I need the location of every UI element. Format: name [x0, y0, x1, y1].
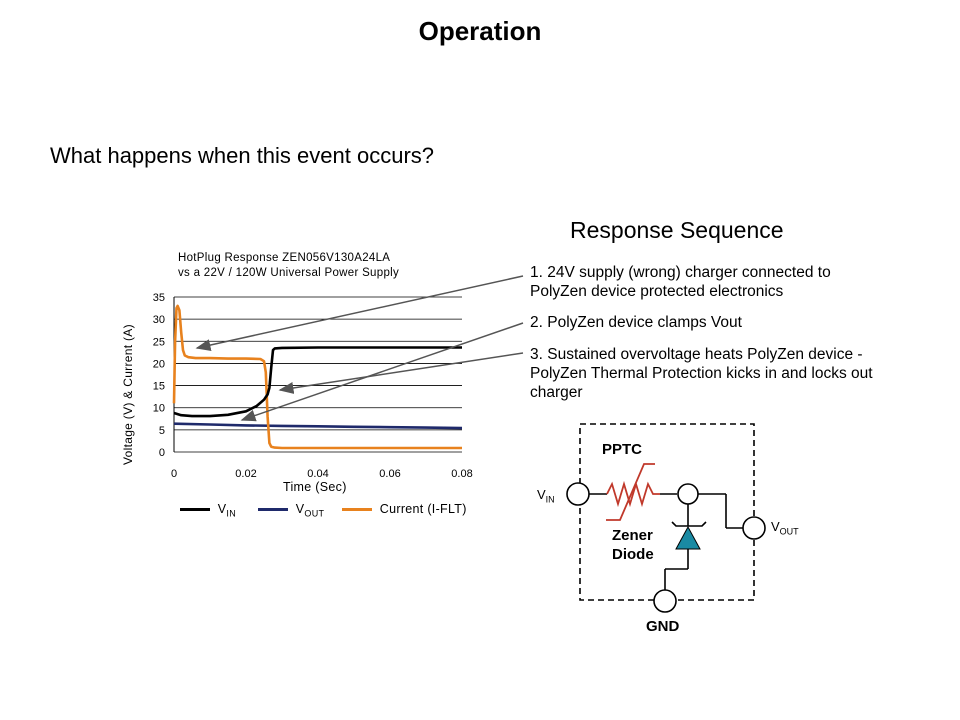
device-boundary-box — [579, 423, 755, 601]
x-tick-labels: 0 0.02 0.04 0.06 0.08 — [171, 468, 473, 480]
x-tick-label: 0.06 — [379, 468, 400, 480]
zener-label-line1: Zener — [612, 527, 653, 544]
y-tick-label: 10 — [153, 403, 165, 415]
response-sequence-title: Response Sequence — [570, 217, 784, 243]
y-tick-labels: 0 5 10 15 20 25 30 35 — [153, 292, 165, 459]
legend-item-vin: VIN — [180, 502, 236, 519]
pptc-label: PPTC — [602, 441, 643, 458]
zener-label-line2: Diode — [612, 546, 654, 563]
y-tick-label: 0 — [159, 447, 165, 459]
y-tick-label: 5 — [159, 425, 165, 437]
pointer-arrow-2 — [240, 322, 524, 422]
chart-subtitle: vs a 22V / 120W Universal Power Supply — [178, 267, 400, 279]
zener-diode-icon — [675, 525, 701, 550]
series-line-vin — [173, 346, 462, 418]
legend-item-current: Current (I-FLT) — [342, 502, 467, 516]
pptc-resistor — [606, 480, 660, 508]
legend-item-vout: VOUT — [258, 502, 324, 519]
x-tick-label: 0.02 — [235, 468, 256, 480]
chart-series — [172, 304, 463, 450]
y-tick-label: 35 — [153, 292, 165, 304]
series-line-current-i-flt- — [172, 304, 462, 450]
vin-terminal — [566, 482, 590, 506]
gnd-label: GND — [646, 618, 680, 635]
step-1-text: 1. 24V supply (wrong) charger connected … — [530, 264, 831, 300]
vout-label: VOUT — [771, 519, 799, 537]
vin-label: VIN — [537, 487, 555, 505]
gnd-terminal — [653, 589, 677, 613]
pptc-thermal-indicator — [606, 463, 655, 521]
pointer-arrow-3 — [278, 352, 524, 394]
pointer-arrow-1 — [195, 275, 524, 351]
vout-terminal — [742, 516, 766, 540]
question-text: What happens when this event occurs? — [50, 143, 435, 168]
step-2-text: 2. PolyZen device clamps Vout — [530, 314, 742, 331]
x-tick-label: 0.08 — [451, 468, 472, 480]
chart-title-block: HotPlug Response ZEN056V130A24LA vs a 22… — [178, 251, 399, 281]
y-tick-label: 25 — [153, 336, 165, 348]
legend-swatch-current — [342, 508, 372, 512]
output-node — [677, 483, 699, 505]
x-tick-label: 0.04 — [307, 468, 328, 480]
step-3-text: 3. Sustained overvoltage heats PolyZen d… — [530, 346, 873, 401]
x-axis-label: Time (Sec) — [283, 480, 347, 494]
x-tick-label: 0 — [171, 468, 177, 480]
legend-label-current: Current (I-FLT) — [379, 502, 467, 516]
y-tick-label: 20 — [153, 358, 165, 370]
series-line-vout — [173, 422, 463, 430]
legend-label-vout: VOUT — [295, 502, 325, 519]
y-tick-label: 15 — [153, 381, 165, 393]
circuit-diagram — [566, 423, 766, 613]
chart-grid — [174, 296, 462, 453]
legend-label-vin: VIN — [217, 502, 237, 519]
zener-cathode-bar — [671, 521, 707, 527]
legend-swatch-vout — [258, 508, 288, 512]
slide-title: Operation — [418, 16, 542, 46]
y-tick-label: 30 — [153, 314, 165, 326]
chart-title: HotPlug Response ZEN056V130A24LA — [178, 252, 391, 264]
legend-swatch-vin — [180, 508, 210, 512]
